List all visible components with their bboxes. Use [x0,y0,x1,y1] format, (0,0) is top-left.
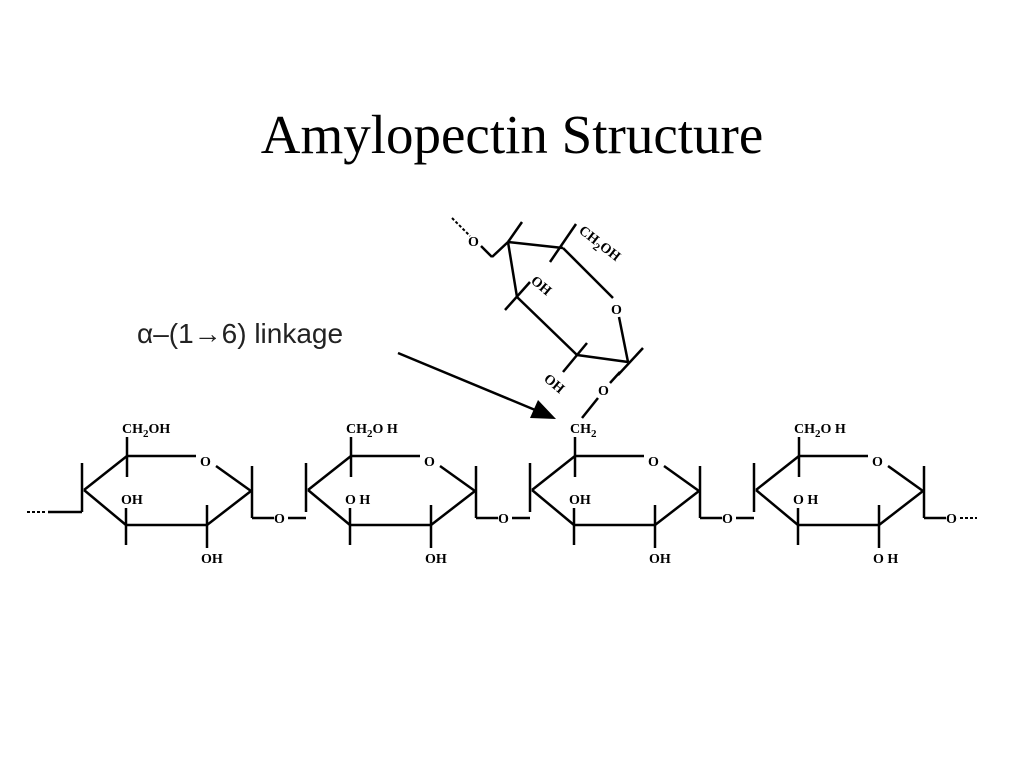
ch-text: CH [346,422,367,437]
subscript-2: 2 [143,428,149,440]
linkage-label: α–(1→6) linkage [137,318,344,349]
bond [430,490,476,526]
ring-oxygen: O [200,455,211,470]
subscript-2: 2 [591,428,597,440]
bond [755,455,800,491]
c6-group-label: CH2OH [122,422,170,440]
hydroxyl-c3: O H [345,493,370,508]
c6-group-label: CH2O H [794,422,846,440]
hydroxyl-c3: OH [121,493,143,508]
hydroxyl-c2: OH [425,552,447,567]
c2-tick [504,281,531,311]
bond [83,489,127,526]
bond [206,490,252,526]
glucose-ring: O OH OH CH2O [528,422,754,567]
hydroxyl-c2: O H [873,552,898,567]
hydroxyl-c2: OH [649,552,671,567]
bond [663,464,700,493]
bond [531,489,575,526]
ring-oxygen: O [611,303,622,318]
bond [215,464,252,493]
glycosidic-oxygen: O [946,512,957,527]
c1-tick [506,221,524,243]
ring-oxygen: O [872,455,883,470]
glycosidic-bond [581,397,599,419]
ch-text: CH [570,422,591,437]
bond [878,490,924,526]
alpha-1-6-oxygen: O [598,384,609,399]
c5-tick [617,347,644,376]
oh-text: O H [821,422,846,437]
ch-text: CH [122,422,143,437]
c3-tick [562,342,588,373]
glycosidic-bond [491,241,509,258]
c6-group-label: CH2OH [574,223,623,267]
ch-text: CH [794,422,815,437]
bond [507,240,564,250]
ring-oxygen: O [648,455,659,470]
hydroxyl-c3: OH [527,274,553,300]
hydroxyl-c2: OH [540,372,566,398]
glycosidic-oxygen-upper: O [468,235,479,250]
ring-oxygen: O [424,455,435,470]
c6-group-label: CH2 [570,422,597,440]
oh-text: OH [149,422,171,437]
bond [516,296,578,356]
bond [755,489,799,526]
bond [83,455,128,491]
hydroxyl-c3: OH [569,493,591,508]
bond [617,316,630,363]
bond [887,464,924,493]
glycosidic-bond [609,371,621,384]
hydroxyl-c2: OH [201,552,223,567]
bond [506,241,519,298]
bond [562,247,614,299]
subscript-2: 2 [367,428,373,440]
bond [576,353,629,364]
bond [307,455,352,491]
oh-text: O H [373,422,398,437]
glycosidic-oxygen: O [274,512,285,527]
bond [654,490,700,526]
slide-title: Amylopectin Structure [260,104,764,165]
c4-tick [548,223,578,263]
chain-end-dots [451,217,471,237]
c6-group-label: CH2O H [346,422,398,440]
linkage-arrow [397,351,556,419]
bond [531,455,576,491]
subscript-2: 2 [815,428,821,440]
glycosidic-oxygen: O [722,512,733,527]
hydroxyl-c3: O H [793,493,818,508]
glycosidic-oxygen: O [498,512,509,527]
bond [307,489,351,526]
glycosidic-bond [480,245,493,258]
bond [439,464,476,493]
